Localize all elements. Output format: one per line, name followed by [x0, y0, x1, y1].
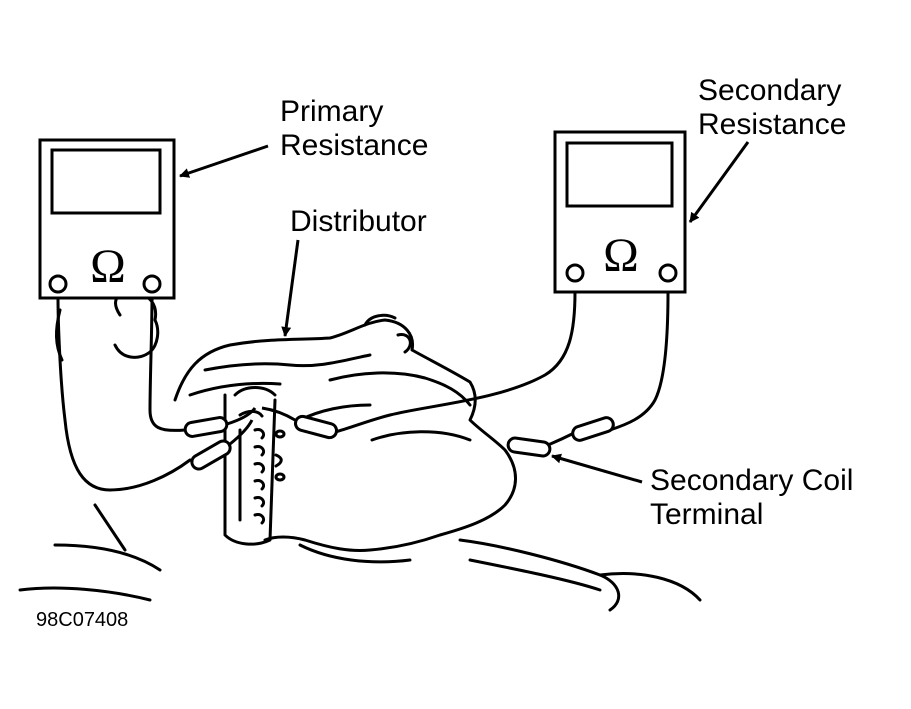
probe-wires	[226, 406, 573, 447]
secondary-resistance-label: Secondary Resistance	[698, 74, 846, 142]
test-leads	[56, 290, 670, 492]
distributor-label-text: Distributor	[290, 205, 427, 238]
primary-ohm-symbol: Ω	[90, 240, 126, 293]
primary-ohmmeter	[38, 138, 176, 300]
figure-code: 98C07408	[36, 609, 129, 631]
secondary-label-line2: Resistance	[698, 108, 847, 141]
secondary-label-line1: Secondary	[698, 74, 842, 107]
distributor-body	[18, 290, 702, 612]
primary-resistance-label: Primary Resistance	[280, 95, 428, 163]
coil-label-line1: Secondary Coil	[650, 464, 854, 497]
secondary-coil-terminal-label: Secondary Coil Terminal	[650, 464, 853, 532]
secondary-ohm-symbol: Ω	[603, 229, 639, 282]
distributor-label: Distributor	[290, 205, 427, 239]
leader-arrows	[179, 141, 750, 484]
secondary-ohmmeter	[553, 130, 687, 294]
primary-label-line1: Primary	[280, 95, 384, 128]
primary-label-line2: Resistance	[280, 129, 429, 162]
coil-label-line2: Terminal	[650, 498, 764, 531]
probe-tips	[183, 414, 615, 471]
